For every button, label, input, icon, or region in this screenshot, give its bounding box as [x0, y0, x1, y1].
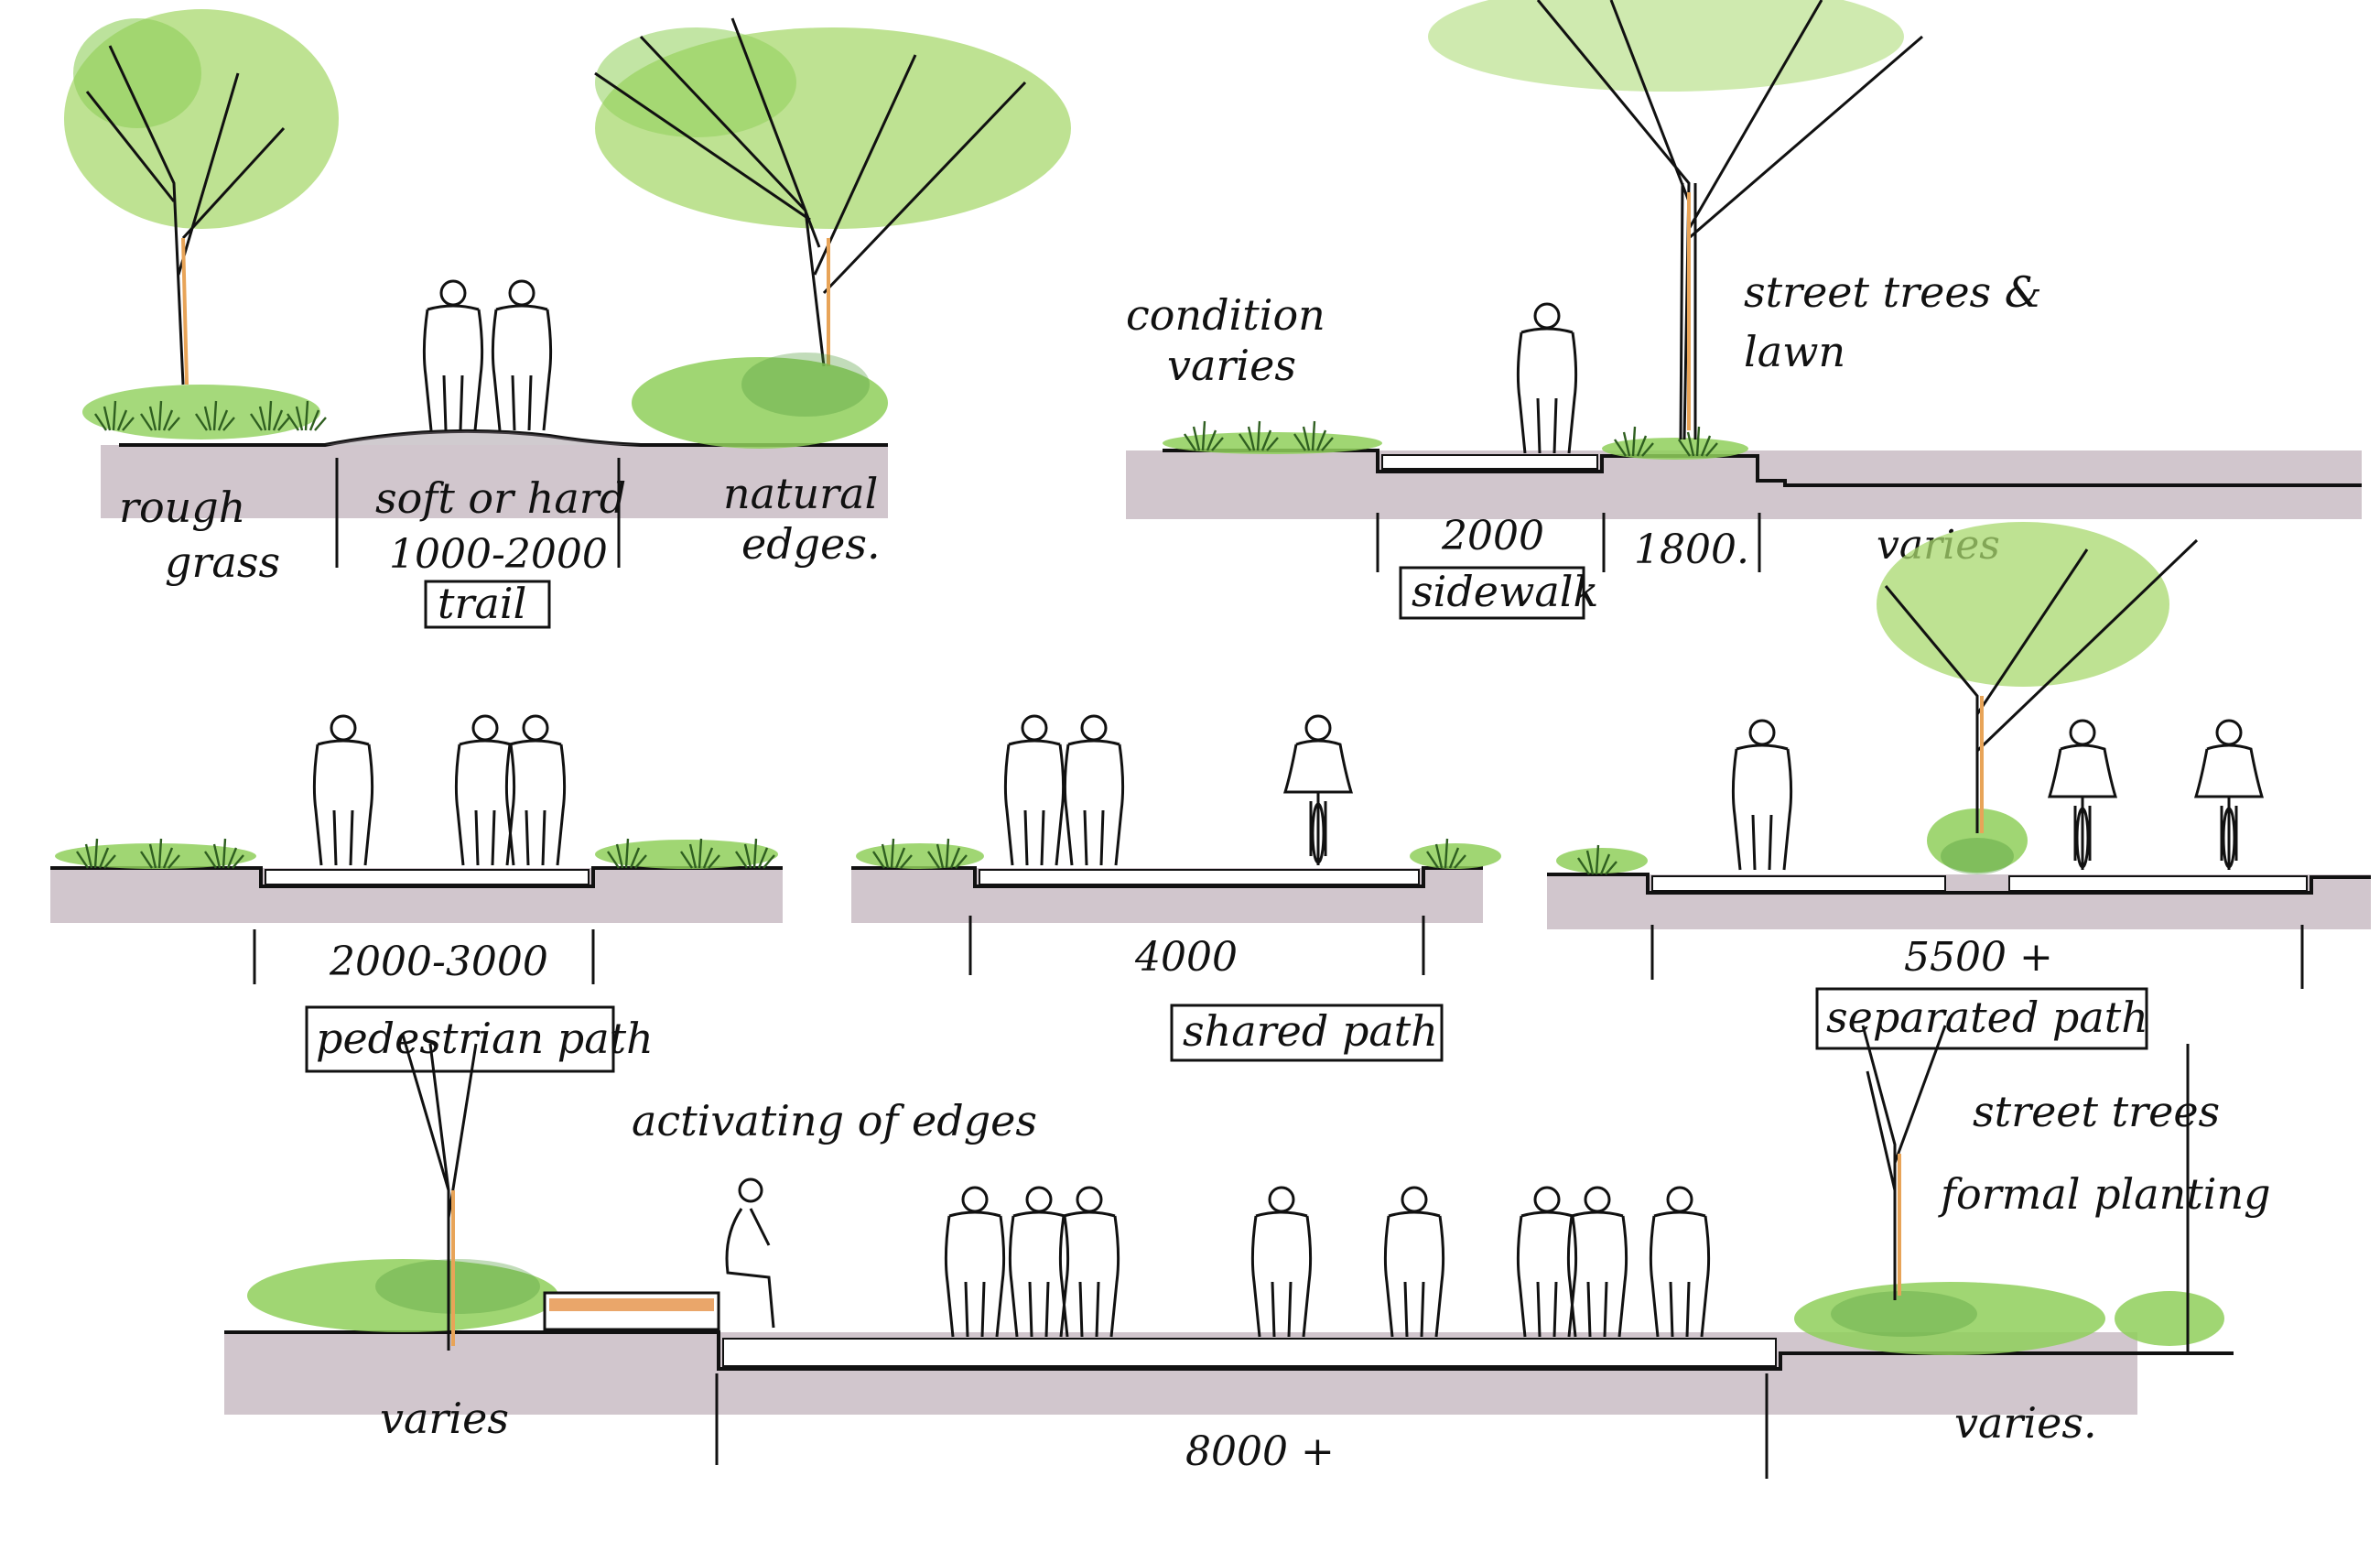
varies-right-label: varies.: [1954, 1398, 2097, 1448]
trail-title: trail: [438, 579, 526, 628]
section-pedestrian-path: 2000-3000 pedestrian path: [50, 714, 783, 1073]
pedestrians-icon: [312, 714, 567, 867]
trail-surface-label: soft or hard: [375, 473, 626, 523]
sidewalk-slab: [1381, 454, 1598, 470]
tree-icon: [594, 17, 1071, 367]
ground-line: [1547, 873, 2371, 895]
shared-path-title: shared path: [1183, 1006, 1438, 1056]
section-title-box: [1815, 987, 2148, 1050]
ground-line: [119, 429, 888, 447]
section-title-box: [305, 1005, 615, 1073]
planting-bed-icon: [1794, 1282, 2224, 1355]
activating-edges-label: activating of edges: [632, 1096, 1037, 1145]
ground-line: [224, 1330, 2234, 1371]
promenade-width-label: 8000 +: [1185, 1428, 1335, 1475]
path-slab: [265, 869, 590, 885]
trail-surface: [325, 430, 641, 445]
separated-path-width-label: 5500 +: [1904, 934, 2053, 981]
grass-icon: [856, 837, 1501, 870]
pedestrian-icon: [1731, 719, 1793, 872]
sidewalk-title: sidewalk: [1412, 567, 1598, 616]
street-trees-label-line1: street trees &: [1744, 267, 2042, 317]
footpath-slab: [1651, 875, 1946, 892]
street-tree-icon: [1877, 522, 2199, 833]
path-slab: [979, 869, 1420, 885]
ground-band: [101, 445, 888, 518]
seated-person-icon: [725, 1177, 775, 1329]
section-title-box: [1170, 1004, 1444, 1062]
grass-icon: [1556, 808, 2028, 876]
grass-icon: [1163, 419, 1748, 460]
section-trail: rough grass soft or hard 1000-2000 natur…: [64, 9, 1071, 629]
tree-icon: [64, 9, 339, 385]
condition-label-line2: varies: [1167, 341, 1296, 390]
street-trees-label-line1: street trees: [1973, 1087, 2220, 1136]
bench-icon: [543, 1291, 720, 1331]
section-sidewalk: condition varies street trees & lawn 200…: [1126, 0, 2362, 620]
lawn-width-label: 1800.: [1634, 526, 1749, 573]
section-promenade: activating of edges street trees formal …: [224, 1025, 2271, 1479]
shrub-icon: [632, 353, 888, 449]
rough-grass-label-line1: rough: [119, 483, 245, 532]
ground-line: [851, 866, 1483, 888]
pedestrians-icon: [1003, 714, 1125, 867]
ground-line: [50, 866, 783, 888]
people-pair-icon: [422, 279, 553, 432]
separated-path-title: separated path: [1826, 993, 2148, 1042]
formal-planting-label: formal planting: [1938, 1169, 2271, 1219]
grass-icon: [82, 385, 328, 440]
sidewalk-width-label: 2000: [1441, 513, 1544, 559]
grass-icon: [55, 837, 778, 870]
rough-grass-label-line2: grass: [165, 537, 280, 587]
section-title-box: [424, 580, 551, 629]
section-shared-path: 4000 shared path: [851, 714, 1501, 1062]
section-title-box: [1399, 566, 1585, 620]
varies-left-label: varies: [380, 1394, 509, 1443]
pedestrian-path-title: pedestrian path: [316, 1014, 654, 1063]
shared-path-width-label: 4000: [1134, 934, 1238, 981]
street-tree-icon: [1861, 1025, 1947, 1300]
condition-label-line1: condition: [1126, 290, 1325, 340]
planting-bed-icon: [247, 1259, 558, 1332]
section-separated-path: 5500 + separated path: [1547, 522, 2371, 1050]
cycleway-slab: [2008, 875, 2308, 892]
tree-icon: [401, 1034, 478, 1351]
crowd-icon: [944, 1186, 1711, 1339]
trail-width-label: 1000-2000: [389, 531, 608, 578]
pedestrian-path-width-label: 2000-3000: [329, 939, 548, 985]
natural-edges-label-line2: edges.: [741, 519, 881, 569]
cyclist-icon: [2048, 719, 2264, 872]
street-trees-label-line2: lawn: [1744, 327, 1845, 376]
cyclist-icon: [1283, 714, 1353, 867]
promenade-slab: [722, 1338, 1777, 1367]
natural-edges-label-line1: natural: [723, 469, 878, 518]
street-tree-icon: [1428, 0, 1923, 440]
pedestrian-icon: [1516, 302, 1578, 455]
